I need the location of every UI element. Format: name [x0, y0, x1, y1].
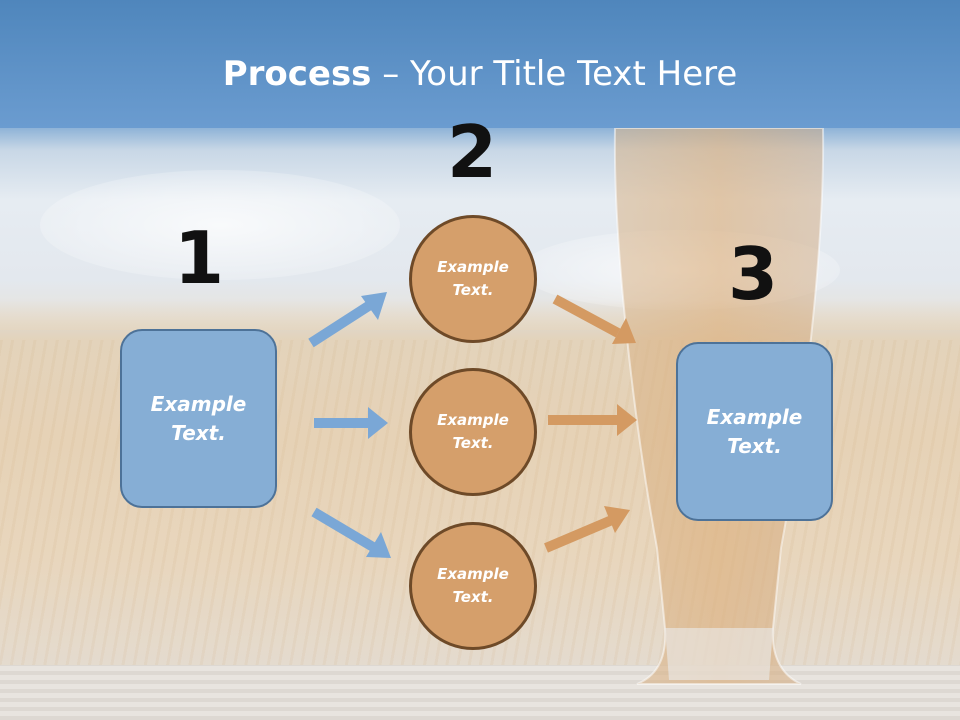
page-title: Process – Your Title Text Here: [0, 52, 960, 96]
step-number-1: 1: [173, 216, 225, 300]
left-process-box: Example Text.: [120, 329, 277, 508]
right-process-box: Example Text.: [676, 342, 833, 521]
step-number-2: 2: [446, 110, 498, 194]
right-box-text: Example Text.: [706, 404, 803, 458]
title-band: [0, 0, 960, 128]
circle-middle: Example Text.: [409, 368, 537, 496]
circle-bottom: Example Text.: [409, 522, 537, 650]
title-bold: Process: [222, 54, 372, 94]
circle-middle-text: Example Text.: [437, 411, 509, 452]
step-number-3: 3: [727, 232, 779, 316]
background-cloud: [40, 170, 400, 280]
left-box-text: Example Text.: [150, 391, 247, 445]
circle-top-text: Example Text.: [437, 258, 509, 299]
circle-top: Example Text.: [409, 215, 537, 343]
circle-bottom-text: Example Text.: [437, 565, 509, 606]
background-table: [0, 665, 960, 720]
title-rest: – Your Title Text Here: [371, 54, 738, 94]
